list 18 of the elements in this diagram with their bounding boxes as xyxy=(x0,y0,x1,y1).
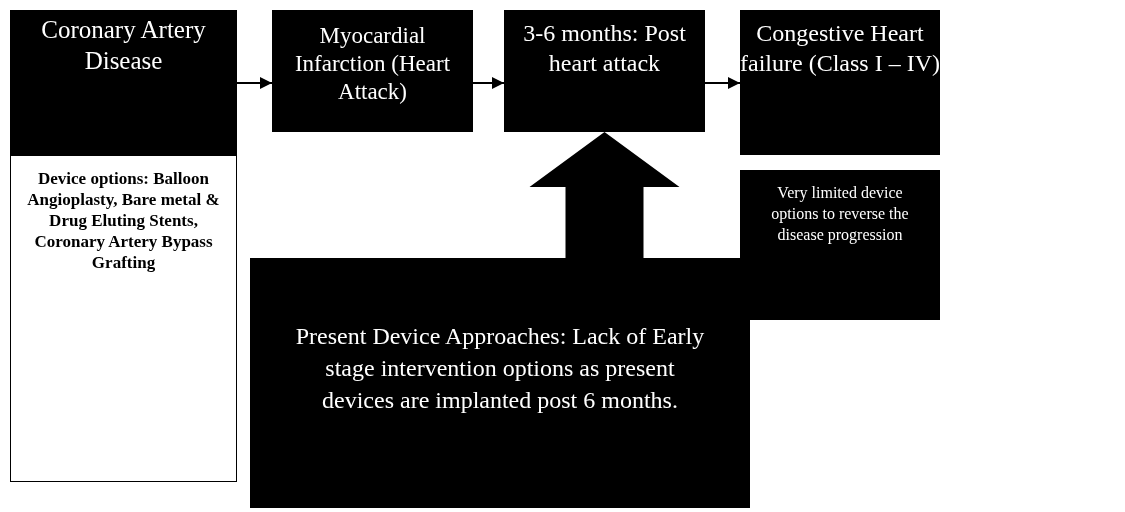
node-text: Myocardial Infarction (Heart Attack) xyxy=(293,22,452,106)
approach-box xyxy=(250,258,750,508)
node-text: 3-6 months: Post heart attack xyxy=(522,19,687,78)
stage-box xyxy=(10,10,237,155)
stage-box xyxy=(504,10,705,132)
node-text: Very limited device options to reverse the disease progression xyxy=(770,183,910,245)
node-text: Congestive Heart failure (Class I – IV) xyxy=(740,19,940,78)
node-text: Present Device Approaches: Lack of Early stage intervention options as present devices are implanted post 6 months. xyxy=(294,322,706,415)
stage-box xyxy=(272,10,473,132)
stage-box xyxy=(740,10,940,155)
node-text: Device options: Balloon Angioplasty, Bare metal & Drug Eluting Stents, Coronary Artery Bypass Grafting xyxy=(26,168,221,273)
arrow xyxy=(704,77,741,89)
options-box xyxy=(10,155,237,482)
node-text: Coronary Artery Disease xyxy=(40,15,207,76)
block-arrow xyxy=(529,132,680,258)
note-box xyxy=(740,170,940,320)
arrow xyxy=(472,77,505,89)
arrow xyxy=(236,77,273,89)
